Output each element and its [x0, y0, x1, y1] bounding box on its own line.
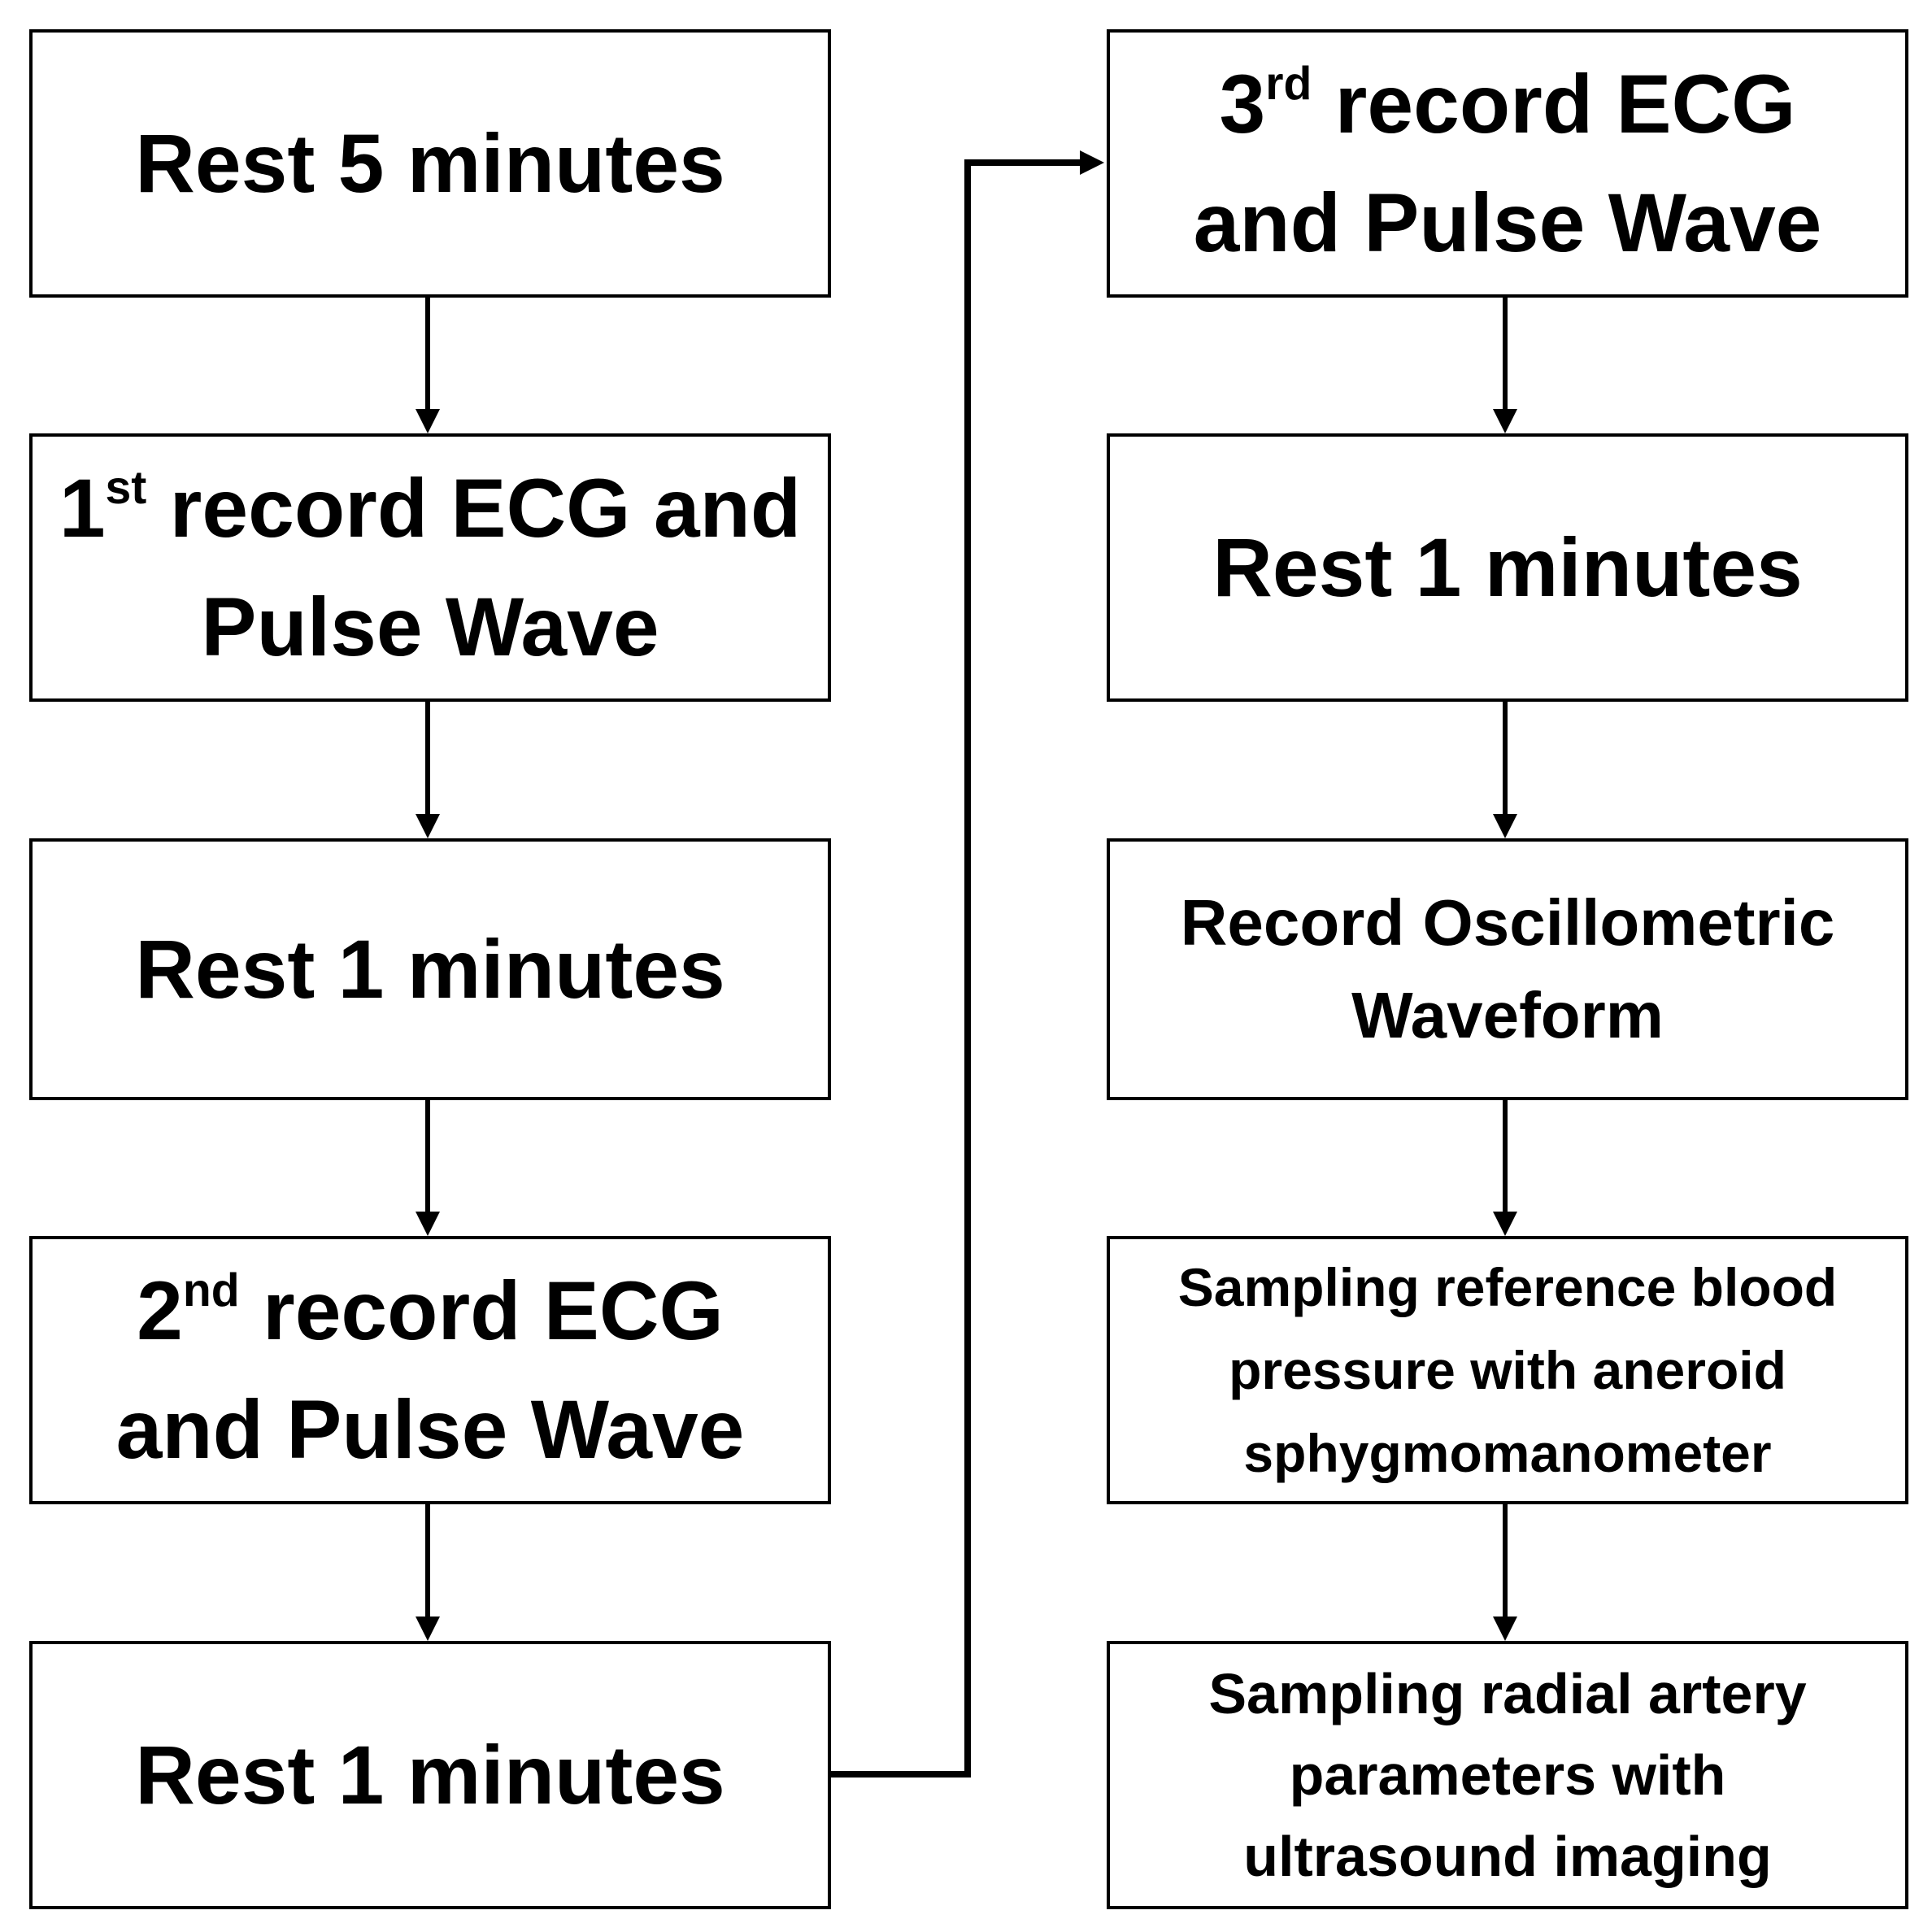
arrowhead-reference-bp-to-ultrasound	[1493, 1617, 1517, 1641]
box-rest-1-minutes-b-label: Rest 1 minutes	[135, 1729, 725, 1821]
arrowhead-rest5-to-record1	[416, 409, 440, 433]
line1-text: record ECG	[1312, 58, 1796, 150]
box-first-record-ecg-line1: 1st record ECG and	[59, 449, 801, 568]
box-rest-1-minutes-c: Rest 1 minutes	[1107, 433, 1908, 702]
box-sampling-reference-bp: Sampling reference blood pressure with a…	[1107, 1236, 1908, 1504]
box-second-record-ecg-line2: and Pulse Wave	[115, 1383, 745, 1476]
box-record-oscillometric-line1: Record Oscillometric	[1180, 886, 1835, 959]
arrowhead-record1-to-rest1a	[416, 814, 440, 838]
box-third-record-ecg-line1: 3rd record ECG	[1219, 45, 1795, 163]
box-rest-1-minutes-c-label: Rest 1 minutes	[1212, 521, 1803, 614]
ordinal-suffix: nd	[182, 1264, 240, 1316]
line1-text: record ECG	[239, 1264, 724, 1357]
box-sampling-reference-bp-line2: pressure with aneroid	[1229, 1340, 1786, 1400]
box-record-oscillometric: Record Oscillometric Waveform	[1107, 838, 1908, 1100]
arrowhead-rest1b-to-record3	[1080, 150, 1104, 175]
box-rest-1-minutes-a-label: Rest 1 minutes	[135, 923, 725, 1016]
arrowhead-rest1c-to-oscillometric	[1493, 814, 1517, 838]
connector-rest1b-to-record3	[830, 159, 1090, 1778]
box-first-record-ecg-line2: Pulse Wave	[201, 581, 659, 673]
box-sampling-radial-artery-line3: ultrasound imaging	[1243, 1825, 1772, 1888]
ordinal-number: 1	[59, 462, 106, 555]
line1-text: record ECG and	[146, 462, 802, 555]
arrowhead-record3-to-rest1c	[1493, 409, 1517, 433]
box-rest-1-minutes-a: Rest 1 minutes	[29, 838, 831, 1100]
box-sampling-radial-artery-line1: Sampling radial artery	[1208, 1662, 1807, 1725]
box-second-record-ecg: 2nd record ECG and Pulse Wave	[29, 1236, 831, 1504]
ordinal-number: 3	[1219, 58, 1266, 150]
ordinal-suffix: st	[105, 461, 147, 514]
box-sampling-radial-artery-line2: parameters with	[1289, 1743, 1726, 1807]
ordinal-number: 2	[137, 1264, 183, 1357]
box-sampling-reference-bp-line1: Sampling reference blood	[1177, 1257, 1838, 1317]
box-sampling-reference-bp-line3: sphygmomanometer	[1243, 1423, 1772, 1483]
box-second-record-ecg-line1: 2nd record ECG	[137, 1251, 724, 1370]
box-rest-1-minutes-b: Rest 1 minutes	[29, 1641, 831, 1909]
arrowhead-oscillometric-to-reference-bp	[1493, 1212, 1517, 1236]
ordinal-suffix: rd	[1265, 57, 1312, 110]
box-sampling-radial-artery: Sampling radial artery parameters with u…	[1107, 1641, 1908, 1909]
arrowhead-record2-to-rest1b	[416, 1617, 440, 1641]
box-first-record-ecg: 1st record ECG and Pulse Wave	[29, 433, 831, 702]
box-third-record-ecg-line2: and Pulse Wave	[1193, 176, 1822, 269]
box-rest-5-minutes: Rest 5 minutes	[29, 29, 831, 298]
box-rest-5-minutes-label: Rest 5 minutes	[135, 117, 725, 210]
box-record-oscillometric-line2: Waveform	[1351, 979, 1664, 1051]
arrowhead-rest1a-to-record2	[416, 1212, 440, 1236]
box-third-record-ecg: 3rd record ECG and Pulse Wave	[1107, 29, 1908, 298]
